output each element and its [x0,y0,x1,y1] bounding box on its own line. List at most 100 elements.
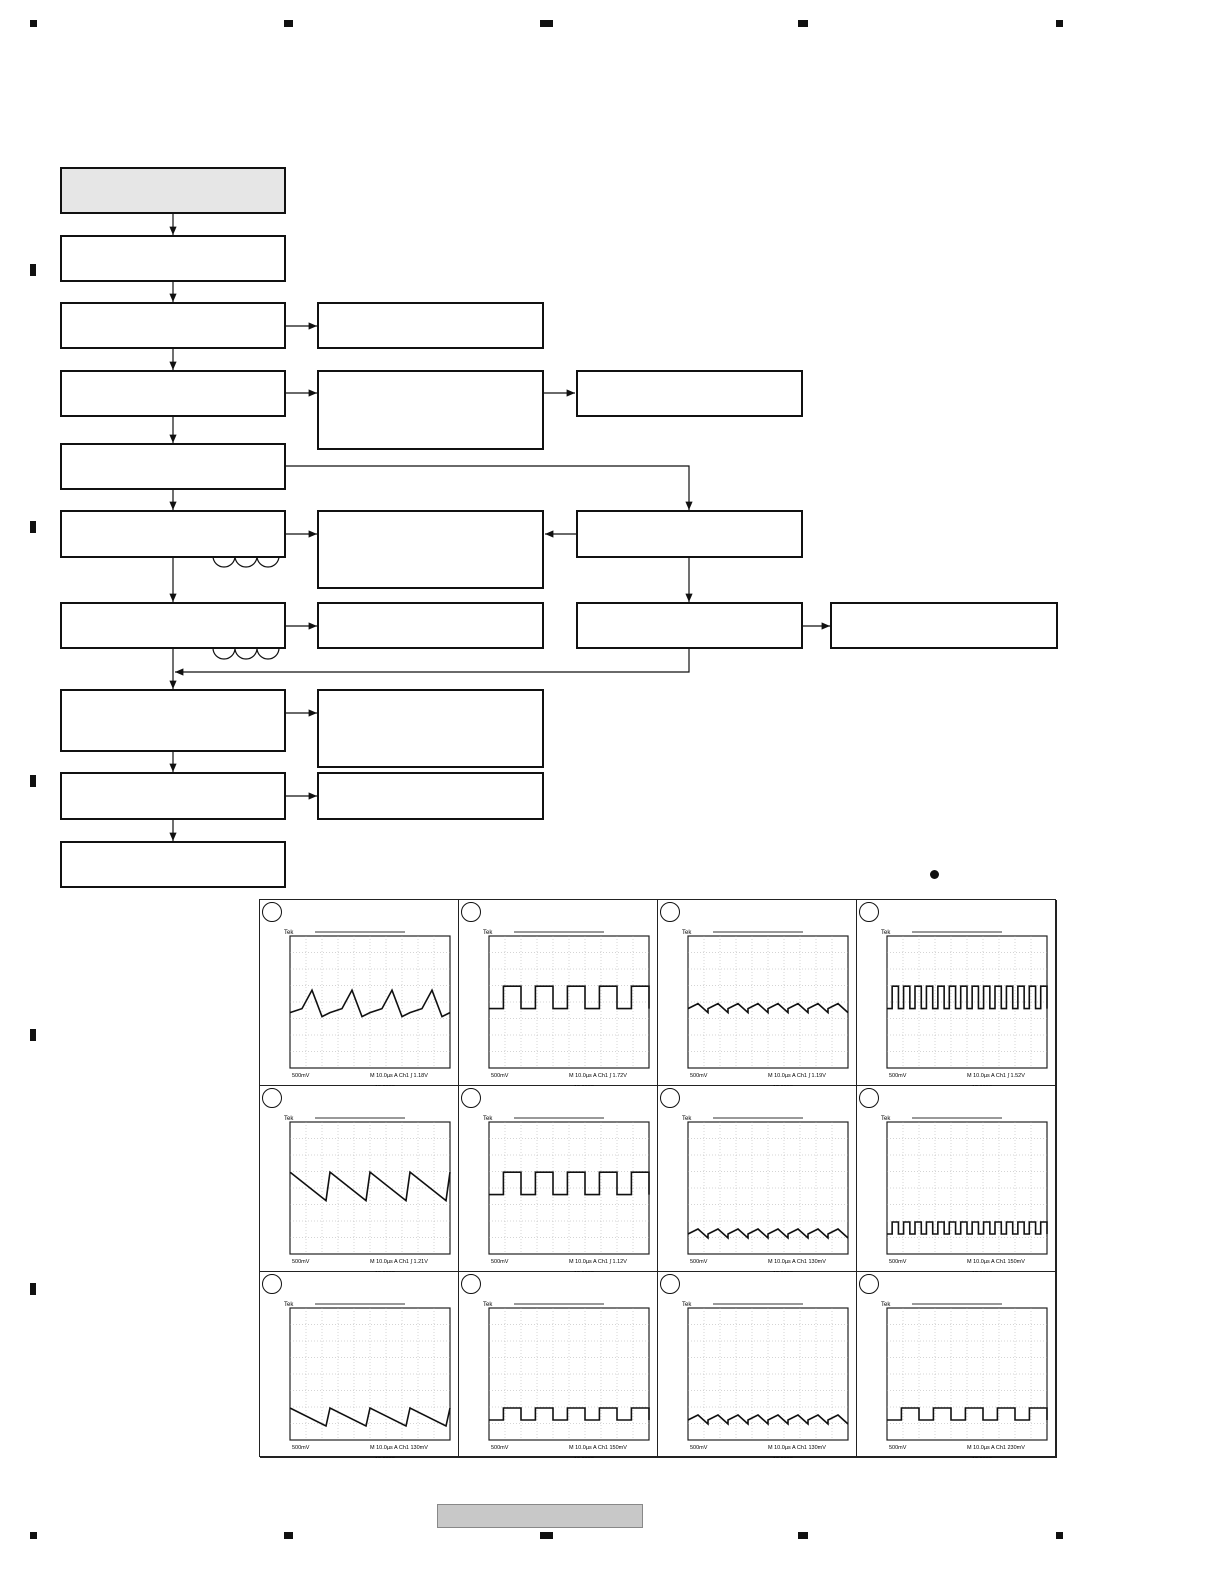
waveform-trace [289,988,451,1018]
svg-text:Tek: Tek [881,1116,891,1122]
flow-box-step-6-side [317,510,544,589]
marker-dot [930,870,939,879]
registration-mark [30,1029,36,1041]
timebase-readout: M 10.0µs A Ch1 ∫ 1.12V [569,1259,627,1265]
delay-readout: 19.2000µs [375,1085,401,1086]
waveform-label-circle [660,1274,680,1294]
flow-box-start [60,167,286,214]
timebase-readout: M 10.0µs A Ch1 ∫ 1.52V [967,1073,1025,1079]
timebase-readout: M 10.0µs A Ch1 ∫ 1.21V [370,1259,428,1265]
registration-mark [1056,20,1063,27]
delay-readout: 19.2000µs [773,1271,799,1272]
registration-mark [30,1283,36,1295]
waveform-cell: Tek 500mV M 10.0µs A Ch1 150mV 19.2000µs [857,1086,1057,1272]
scale-readout: 500mV [292,1073,310,1079]
svg-text:Tek: Tek [881,1302,891,1308]
svg-text:Tek: Tek [483,930,493,936]
scale-readout: 500mV [491,1259,509,1265]
waveform-label-circle [461,1274,481,1294]
waveform-trace [489,985,650,1010]
waveform-label-circle [262,902,282,922]
svg-text:Tek: Tek [682,1116,692,1122]
registration-mark [30,264,36,276]
flow-box-step-4-side [317,370,544,450]
delay-readout: 19.2000µs [773,1457,799,1458]
registration-mark [284,20,293,27]
timebase-readout: M 10.0µs A Ch1 230mV [967,1445,1025,1451]
flow-box-step-3 [60,302,286,349]
registration-mark [30,1532,37,1539]
waveform-label-circle [262,1088,282,1108]
svg-text:Tek: Tek [881,930,891,936]
registration-mark [30,20,37,27]
waveform-trace [289,1406,451,1428]
delay-readout: 19.2000µs [574,1085,600,1086]
flow-box-step-8 [60,689,286,752]
scale-readout: 500mV [292,1259,310,1265]
flow-box-step-9-side [317,772,544,820]
timebase-readout: M 10.0µs A Ch1 130mV [768,1445,826,1451]
timebase-readout: M 10.0µs A Ch1 150mV [967,1259,1025,1265]
scale-readout: 500mV [491,1445,509,1451]
waveform-trace [887,985,1048,1010]
waveform-label-circle [859,1088,879,1108]
delay-readout: 19.2000µs [972,1457,998,1458]
registration-mark [798,20,808,27]
flow-box-step-6-right [576,510,803,558]
scale-readout: 500mV [690,1445,708,1451]
flow-box-step-7-side [317,602,544,649]
registration-mark [30,521,36,533]
waveform-cell: Tek 500mV M 10.0µs A Ch1 ∫ 1.52V 19.2000µs [857,900,1057,1086]
timebase-readout: M 10.0µs A Ch1 130mV [768,1259,826,1265]
flow-box-step-10 [60,841,286,888]
waveform-cell: Tek 500mV M 10.0µs A Ch1 ∫ 1.21V 19.2000µs [260,1086,459,1272]
waveform-label-circle [262,1274,282,1294]
timebase-readout: M 10.0µs A Ch1 ∫ 1.18V [370,1073,428,1079]
waveform-trace [687,1414,849,1426]
registration-mark [798,1532,808,1539]
scale-readout: 500mV [690,1259,708,1265]
oscilloscope-screen: Tek 500mV M 10.0µs A Ch1 130mV 19.2000µs [682,1116,849,1272]
flow-box-step-2 [60,235,286,282]
scale-readout: 500mV [690,1073,708,1079]
waveform-trace [489,1171,650,1196]
waveform-cell: Tek 500mV M 10.0µs A Ch1 130mV 19.2000µs [658,1086,857,1272]
page-footer-bar [437,1504,643,1528]
svg-text:Tek: Tek [284,1116,294,1122]
waveform-cell: Tek 500mV M 10.0µs A Ch1 ∫ 1.18V 19.2000µs [260,900,459,1086]
waveform-label-circle [660,902,680,922]
delay-readout: 19.2000µs [375,1271,401,1272]
waveform-trace [687,1228,849,1240]
flow-box-step-7-right [576,602,803,649]
flow-box-step-7 [60,602,286,649]
scale-readout: 500mV [889,1259,907,1265]
flow-box-step-8-side [317,689,544,768]
waveform-trace [687,1002,849,1015]
delay-readout: 19.2000µs [972,1085,998,1086]
registration-mark [1056,1532,1063,1539]
flow-box-step-3-side [317,302,544,349]
flow-box-step-7-far-right [830,602,1058,649]
registration-mark [540,20,553,27]
scale-readout: 500mV [889,1073,907,1079]
flow-box-step-6 [60,510,286,558]
waveform-label-circle [859,902,879,922]
svg-text:Tek: Tek [284,1302,294,1308]
svg-text:Tek: Tek [284,930,294,936]
delay-readout: 19.2000µs [375,1457,401,1458]
registration-mark [284,1532,293,1539]
flow-box-step-4 [60,370,286,417]
